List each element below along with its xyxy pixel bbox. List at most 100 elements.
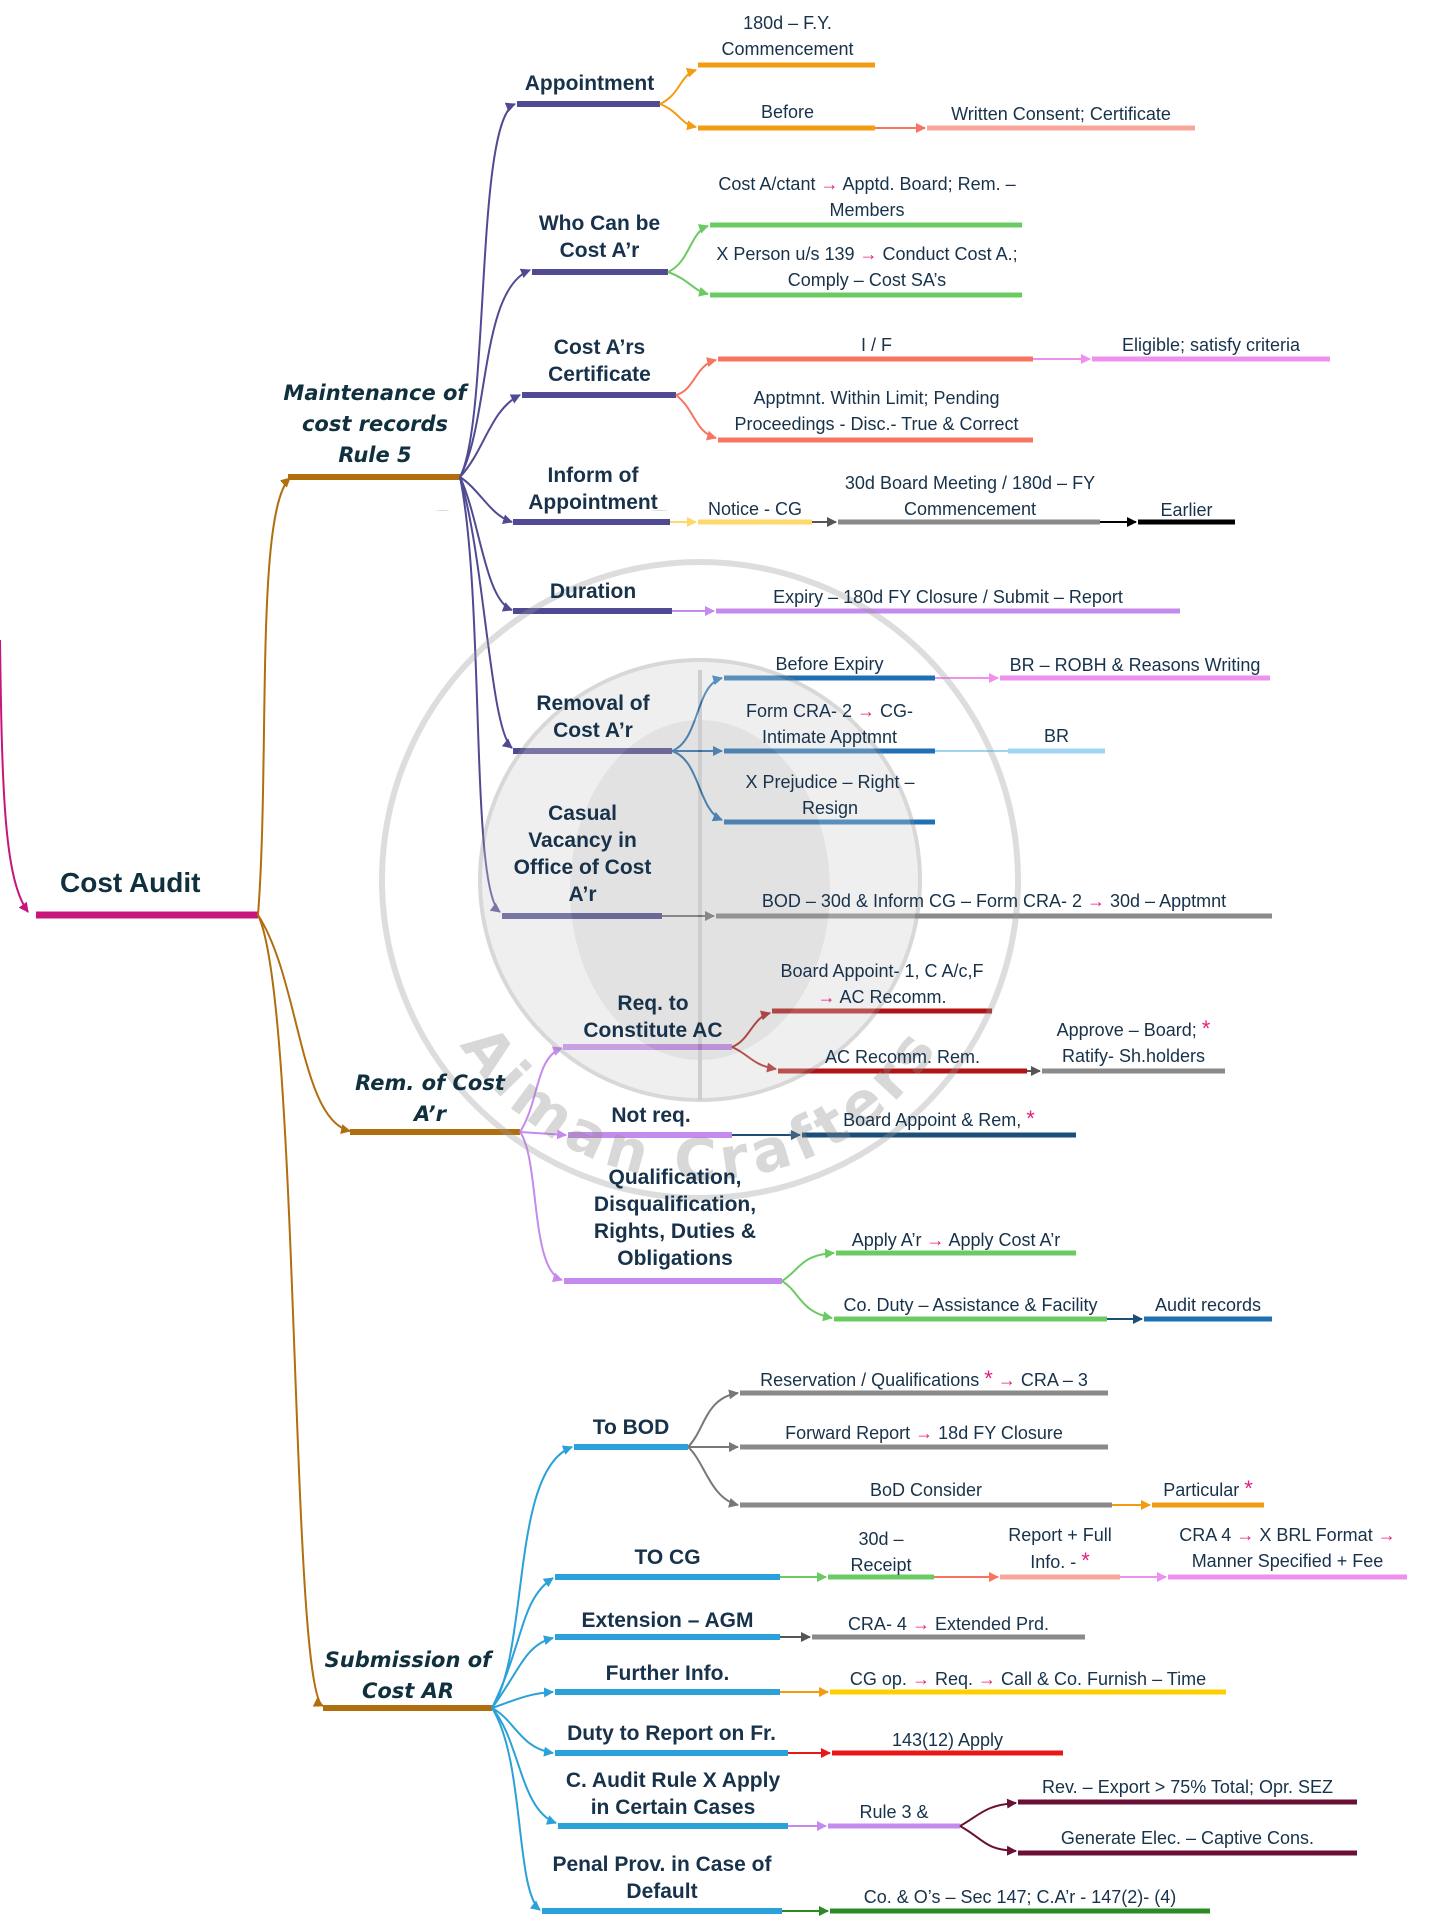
reservation1-text: Reservation / Qualifications [760, 1370, 980, 1390]
apply-ar-text: Apply A’r → Apply Cost A’r [836, 1227, 1076, 1253]
rev-export-text: Rev. – Export > 75% Total; Opr. SEZ [1042, 1777, 1333, 1797]
apply-143-text: 143(12) Apply [891, 1730, 1004, 1750]
inform-30d-text: 30d Board Meeting / 180d – FY Commenceme… [844, 473, 1096, 519]
duration-expiry-text: Expiry – 180d FY Closure / Submit – Repo… [773, 587, 1123, 607]
board-appoint-text: Board Appoint- 1, C A/c,F → AC Recomm. [772, 958, 992, 1010]
casual-bod2-text: 30d – Apptmnt [1110, 891, 1227, 911]
connector-maintenance [257, 477, 291, 916]
receipt-text: 30d – Receipt [850, 1529, 912, 1575]
further-cg3-text: Call & Co. Furnish – Time [1001, 1669, 1207, 1689]
connector-submission [257, 914, 324, 1707]
conn-duration [459, 476, 513, 612]
cert-limit-text: Apptmnt. Within Limit; Pending Proceedin… [734, 388, 1019, 434]
conn-not-req [519, 1129, 567, 1140]
conn-inform [459, 476, 513, 525]
who-a-text: Cost A/ctant → Apptd. Board; Rem. – Memb… [712, 171, 1022, 223]
rule-x-label: C. Audit Rule X Apply in Certain Cases [565, 1769, 781, 1819]
arrow-right-icon: → [1236, 1525, 1255, 1545]
generate-text: Generate Elec. – Captive Cons. [1060, 1828, 1315, 1848]
rule3-text: Rule 3 & [859, 1802, 929, 1822]
cra4-3-text: Manner Specified + Fee [1191, 1551, 1384, 1571]
removal-form2-text: CG- Intimate Apptmnt [761, 701, 914, 747]
appt-180d-text: 180d – F.Y. Commencement [721, 13, 854, 59]
ext-cra-text: CRA- 4 → Extended Prd. [812, 1611, 1085, 1637]
conn-cert [459, 394, 521, 478]
removal-before-text: Before Expiry [775, 654, 884, 674]
particular-label: Particular [1163, 1480, 1240, 1500]
conn-penal [491, 1707, 541, 1911]
remuneration-label: Rem. of Cost A’r [355, 1071, 505, 1126]
casual-label: Casual Vacancy in Office of Cost A’r [513, 802, 652, 906]
asterisk-icon: * [1244, 1476, 1253, 1501]
to-bod-label: To BOD [592, 1416, 670, 1439]
removal-prejudice-text: X Prejudice – Right – Resign [745, 772, 915, 818]
approve-board-text: Approve – Board; [1056, 1020, 1197, 1040]
audit-records-text: Audit records [1154, 1295, 1262, 1315]
forward1-text: Forward Report [785, 1423, 911, 1443]
board-appoint1-text: Board Appoint- 1, C A/c,F [780, 961, 984, 981]
reservation2-text: CRA – 3 [1020, 1370, 1088, 1390]
further-label: Further Info. [605, 1662, 730, 1685]
cra4-2-text: X BRL Format [1259, 1525, 1373, 1545]
conn-further [491, 1687, 554, 1709]
removal-label: Removal of Cost A’r [536, 692, 650, 742]
who-a2-text: Apptd. Board; Rem. – Members [829, 174, 1016, 220]
conn-appointment [459, 102, 516, 478]
report-full-text: Report + Full Info. - * [1000, 1522, 1120, 1575]
arrow-right-icon: → [1087, 891, 1105, 911]
reservation-text: Reservation / Qualifications * → CRA – 3 [740, 1366, 1108, 1393]
not-req-label: Not req. [611, 1104, 691, 1127]
asterisk-icon: * [1026, 1106, 1035, 1131]
particular-text: Particular * [1152, 1476, 1264, 1503]
duty-label: Duty to Report on Fr. [567, 1722, 776, 1745]
watermark-top-text: Prof. Vishal Aiman [330, 510, 1070, 526]
who-label: Who Can be Cost A’r [538, 212, 661, 262]
forward-text: Forward Report → 18d FY Closure [740, 1420, 1108, 1446]
watermark-inner-disc [478, 658, 922, 1102]
co-os-text: Co. & O’s – Sec 147; C.A’r - 147(2)- (4) [863, 1887, 1177, 1907]
inform-notice-text: Notice - CG [707, 499, 803, 519]
inform-earlier-text: Earlier [1160, 500, 1213, 520]
arrow-right-icon: → [859, 244, 878, 264]
arrow-right-icon: → [915, 1423, 934, 1443]
arrow-right-icon: → [1377, 1525, 1396, 1545]
cra4-text: CRA 4 → X BRL Format → Manner Specified … [1168, 1522, 1407, 1574]
conn-qualification [519, 1131, 563, 1283]
co-duty-text: Co. Duty – Assistance & Facility [843, 1295, 1098, 1315]
ratify-text: Ratify- Sh.holders [1061, 1046, 1206, 1066]
penal-label: Penal Prov. in Case of Default [552, 1853, 772, 1903]
cert-label: Cost A’rs Certificate [548, 336, 651, 386]
asterisk-icon: * [1081, 1548, 1090, 1573]
ext-cra2-text: Extended Prd. [934, 1614, 1050, 1634]
inform-label: Inform of Appointment [528, 464, 658, 514]
ac-rem-text: AC Recomm. Rem. [824, 1047, 981, 1067]
appt-consent-text: Written Consent; Certificate [951, 104, 1171, 124]
root-left-connector [0, 639, 29, 913]
extension-label: Extension – AGM [581, 1609, 754, 1632]
apply-ar1-text: Apply A’r [851, 1230, 922, 1250]
casual-bod1-text: BOD – 30d & Inform CG – Form CRA- 2 [761, 891, 1082, 911]
watermark-face-icon [570, 720, 830, 1060]
approve-text: Approve – Board; * Ratify- Sh.holders [1042, 1016, 1225, 1069]
conn-rule-x [491, 1707, 557, 1825]
duration-label: Duration [549, 580, 637, 603]
apply-ar2-text: Apply Cost A’r [948, 1230, 1061, 1250]
conn-req-ac [519, 1046, 563, 1133]
further-cg-text: CG op. → Req. → Call & Co. Furnish – Tim… [830, 1666, 1226, 1692]
removal-br-text: BR [1043, 726, 1069, 746]
board-rem-text: Board Appoint & Rem, * [802, 1106, 1076, 1133]
appointment-label: Appointment [524, 72, 655, 95]
asterisk-icon: * [984, 1366, 993, 1391]
board-appoint2-text: AC Recomm. [839, 987, 947, 1007]
who-b1-text: X Person u/s 139 [716, 244, 855, 264]
who-b-text: X Person u/s 139 → Conduct Cost A.; Comp… [712, 241, 1022, 293]
bod-consider-text: BoD Consider [869, 1480, 983, 1500]
conn-extension [491, 1635, 554, 1709]
appt-before-text: Before [760, 102, 815, 122]
connector-remuneration [257, 914, 351, 1134]
arrow-right-icon: → [997, 1370, 1016, 1390]
forward2-text: 18d FY Closure [938, 1423, 1063, 1443]
removal-form1-text: Form CRA- 2 [745, 701, 852, 721]
ext-cra1-text: CRA- 4 [847, 1614, 907, 1634]
qualification-label: Qualification, Disqualification, Rights,… [593, 1166, 757, 1270]
